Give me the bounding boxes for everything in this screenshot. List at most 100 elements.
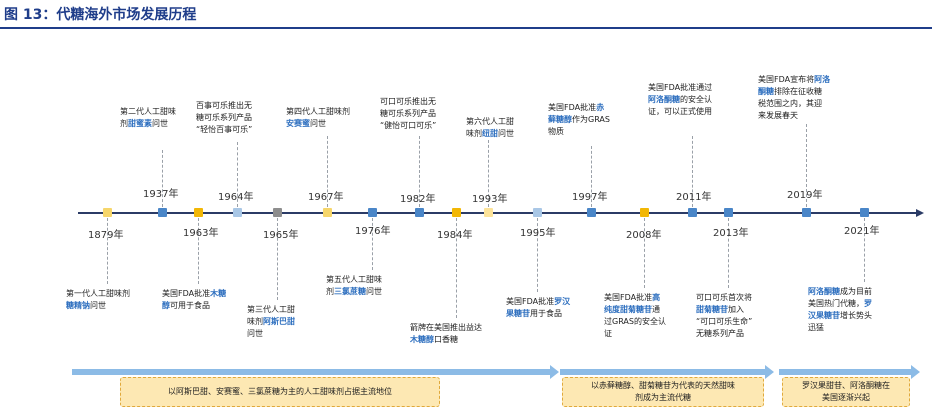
era-arrow-3: [779, 369, 911, 375]
year-label: 1879年: [88, 230, 124, 241]
event-text: 第一代人工甜味剂: [66, 289, 130, 298]
event-text: 美国FDA批准: [548, 103, 597, 112]
event-description: 第四代人工甜味剂 安赛蜜问世: [286, 106, 350, 130]
event-connector: [327, 136, 328, 207]
event-text: 问世: [247, 329, 263, 338]
title-rule: [0, 27, 932, 29]
timeline-arrowhead: [916, 209, 924, 217]
sweetener-name: 赤 藓糖醇: [548, 103, 605, 124]
event-description: 第五代人工甜味 剂三氯蔗糖问世: [326, 274, 382, 298]
event-connector: [591, 146, 592, 207]
year-label: 1976年: [355, 226, 391, 237]
timeline-marker: [587, 208, 596, 217]
year-label: 2019年: [787, 190, 823, 201]
sweetener-name: 阿洛酮糖: [808, 287, 840, 296]
sweetener-name: 木糖醇: [410, 335, 434, 344]
timeline-axis: [78, 212, 918, 214]
event-description: 可口可乐推出无 糖可乐系列产品 “健怡可口可乐”: [380, 96, 436, 132]
event-text: 可用于食品: [170, 301, 210, 310]
year-label: 1937年: [143, 189, 179, 200]
event-description: 美国FDA宣布将阿洛 酮糖排除在征收糖 税范围之内，其迎 来发展春天: [758, 74, 830, 122]
event-text: 的安全认 证，可以正式使用: [648, 95, 712, 116]
event-connector: [372, 218, 373, 270]
event-text: 问世: [310, 119, 326, 128]
event-text: 作为GRAS 物质: [548, 115, 610, 136]
event-connector: [806, 124, 807, 207]
timeline-marker: [323, 208, 332, 217]
event-connector: [237, 142, 238, 207]
year-label: 1982年: [400, 194, 436, 205]
era-arrow-2: [560, 369, 765, 375]
event-text: 美国FDA宣布将: [758, 75, 815, 84]
timeline-marker: [802, 208, 811, 217]
sweetener-name: 木糖 醇: [162, 289, 227, 310]
event-text: 可口可乐推出无 糖可乐系列产品 “健怡可口可乐”: [380, 97, 437, 130]
event-connector: [107, 218, 108, 284]
event-connector: [419, 136, 420, 207]
era-label-natural-sweeteners: 以赤藓糖醇、甜菊糖苷为代表的天然甜味 剂成为主流代糖: [562, 377, 764, 407]
timeline-marker: [640, 208, 649, 217]
event-text: 箭牌在美国推出益达: [410, 323, 482, 332]
era-label-artificial-sweeteners: 以阿斯巴甜、安赛蜜、三氯蔗糖为主的人工甜味剂占据主流地位: [120, 377, 440, 407]
year-label: 1963年: [183, 228, 219, 239]
event-text: 口香糖: [434, 335, 458, 344]
event-text: 第六代人工甜 味剂: [466, 117, 514, 138]
event-text: 美国FDA批准: [506, 297, 555, 306]
event-text: 可口可乐首次将: [696, 293, 752, 302]
era-arrowhead-1: [550, 365, 559, 379]
event-description: 百事可乐推出无 糖可乐系列产品 “轻怡百事可乐”: [196, 100, 252, 136]
event-connector: [692, 136, 693, 207]
event-text: 第二代人工甜味 剂: [120, 107, 176, 128]
year-label: 2021年: [844, 226, 880, 237]
sweetener-name: 纽甜: [482, 129, 498, 138]
event-text: 加入 “可口可乐生命” 无糖系列产品: [696, 305, 753, 338]
event-text: 用于食品: [530, 309, 562, 318]
event-connector: [864, 218, 865, 282]
event-text: 第五代人工甜味 剂: [326, 275, 382, 296]
event-connector: [488, 140, 489, 207]
event-connector: [162, 150, 163, 207]
year-label: 1995年: [520, 228, 556, 239]
sweetener-name: 安赛蜜: [286, 119, 310, 128]
sweetener-name: 罗汉 果糖苷: [506, 297, 571, 318]
timeline-marker: [194, 208, 203, 217]
sweetener-name: 甜菊糖苷: [696, 305, 728, 314]
event-text: 问世: [152, 119, 168, 128]
sweetener-name: 阿洛酮糖: [648, 95, 680, 104]
event-text: 通 过GRAS的安全认 证: [604, 305, 666, 338]
event-description: 可口可乐首次将 甜菊糖苷加入 “可口可乐生命” 无糖系列产品: [696, 292, 752, 340]
figure-title: 图 13：代糖海外市场发展历程: [4, 7, 197, 23]
event-description: 美国FDA批准赤 藓糖醇作为GRAS 物质: [548, 102, 610, 138]
sweetener-name: 甜蜜素: [128, 119, 152, 128]
year-label: 1984年: [437, 230, 473, 241]
timeline-marker: [415, 208, 424, 217]
event-text: 问世: [90, 301, 106, 310]
event-text: 美国FDA批准: [162, 289, 211, 298]
year-label: 2008年: [626, 230, 662, 241]
event-text: 美国FDA批准通过: [648, 83, 713, 92]
timeline-marker: [273, 208, 282, 217]
event-connector: [277, 218, 278, 300]
event-text: 第四代人工甜味剂: [286, 107, 350, 116]
sweetener-name: 高 纯度甜菊糖苷: [604, 293, 661, 314]
sweetener-name: 罗 汉果糖苷: [808, 299, 872, 320]
era-arrowhead-3: [911, 365, 920, 379]
event-connector: [728, 218, 729, 288]
event-description: 第三代人工甜 味剂阿斯巴甜 问世: [247, 304, 295, 340]
event-text: 百事可乐推出无 糖可乐系列产品 “轻怡百事可乐”: [196, 101, 253, 134]
event-text: 第三代人工甜 味剂: [247, 305, 295, 326]
timeline-marker: [724, 208, 733, 217]
timeline-marker: [233, 208, 242, 217]
year-label: 1967年: [308, 192, 344, 203]
year-label: 2013年: [713, 228, 749, 239]
timeline-marker: [452, 208, 461, 217]
timeline-marker: [158, 208, 167, 217]
event-description: 阿洛酮糖成为目前 美国热门代糖，罗 汉果糖苷增长势头 迅猛: [808, 286, 872, 334]
timeline-marker: [368, 208, 377, 217]
event-description: 美国FDA批准高 纯度甜菊糖苷通 过GRAS的安全认 证: [604, 292, 666, 340]
sweetener-name: 阿斯巴甜: [263, 317, 295, 326]
timeline-marker: [484, 208, 493, 217]
event-text: 问世: [366, 287, 382, 296]
event-text: 美国FDA批准: [604, 293, 653, 302]
timeline-marker: [103, 208, 112, 217]
